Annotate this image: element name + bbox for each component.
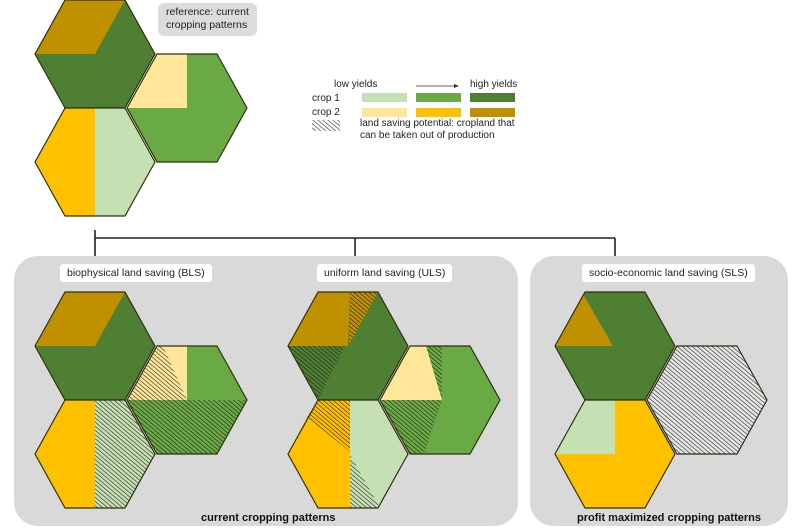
legend-hatch-line2: can be taken out of production — [360, 130, 495, 141]
reference-label-line2: cropping patterns — [166, 19, 248, 31]
bls-right-hex-land-saving-hatch — [127, 400, 247, 454]
reference-right-hex-field — [127, 54, 187, 108]
reference-label: reference: current cropping patterns — [158, 3, 257, 36]
legend-hatch-swatch — [312, 120, 340, 131]
uls-bottom-hex-land-saving-hatch — [350, 455, 380, 508]
legend-swatch-crop1-high — [470, 93, 515, 102]
bls-bottom-hex — [34, 399, 156, 509]
uls-label: uniform land saving (ULS) — [317, 264, 453, 282]
bls-right-hex — [126, 345, 248, 455]
uls-right-hex-outline — [379, 345, 501, 455]
bls-right-hex-land-saving-hatch — [127, 346, 187, 400]
legend-swatch-crop2-high — [470, 108, 515, 117]
yield-arrow-head — [454, 84, 459, 88]
uls-bottom-hex-field — [288, 417, 350, 508]
current-patterns-caption: current cropping patterns — [201, 512, 336, 524]
legend-swatch-crop1-mid — [416, 93, 461, 102]
sls-label: socio-economic land saving (SLS) — [582, 264, 755, 282]
hexagon-clusters — [34, 0, 768, 509]
uls-right-hex-land-saving-hatch — [426, 346, 442, 400]
sls-right-hex-land-saving-hatch — [647, 346, 767, 454]
uls-top-hex — [287, 291, 409, 401]
reference-right-hex-outline — [126, 53, 248, 163]
uls-right-hex — [379, 345, 501, 455]
reference-bottom-hex-field — [35, 108, 95, 216]
bls-bottom-hex-outline — [34, 399, 156, 509]
uls-bottom-hex — [287, 399, 409, 509]
profit-maximized-caption: profit maximized cropping patterns — [577, 512, 761, 524]
legend-hatch-line1: land saving potential: cropland that — [360, 118, 515, 129]
legend-crop2: crop 2 — [312, 107, 340, 118]
uls-top-hex-land-saving-hatch — [288, 346, 345, 400]
uls-bottom-hex-land-saving-hatch — [307, 400, 350, 452]
reference-bottom-hex — [34, 107, 156, 217]
legend-swatches — [312, 93, 515, 131]
reference-top-hex — [34, 0, 156, 109]
legend-swatch-crop2-low — [362, 108, 407, 117]
uls-right-hex-field — [380, 346, 442, 400]
bls-label: biophysical land saving (BLS) — [60, 264, 212, 282]
sls-right-hex-outline — [646, 345, 768, 455]
uls-top-hex-field — [288, 292, 350, 346]
legend-crop1: crop 1 — [312, 93, 340, 104]
bls-right-hex-outline — [126, 345, 248, 455]
legend-swatch-crop1-low — [362, 93, 407, 102]
legend-swatch-crop2-mid — [416, 108, 461, 117]
uls-top-hex-land-saving-hatch — [349, 292, 378, 345]
uls-right-hex-land-saving-hatch — [380, 400, 442, 454]
sls-right-hex — [646, 345, 768, 455]
connector-lines — [94, 230, 616, 256]
reference-right-hex — [126, 53, 248, 163]
sls-bottom-hex — [554, 399, 676, 509]
bls-top-hex — [34, 291, 156, 401]
reference-bottom-hex-outline — [34, 107, 156, 217]
sls-bottom-hex-field — [555, 400, 615, 454]
legend-high-yields: high yields — [470, 79, 518, 90]
sls-top-hex-field — [555, 294, 613, 346]
uls-bottom-hex-outline — [287, 399, 409, 509]
reference-label-line1: reference: current — [166, 6, 249, 18]
legend-low-yields: low yields — [334, 79, 378, 90]
sls-bottom-hex-outline — [554, 399, 676, 509]
sls-top-hex — [554, 291, 676, 401]
